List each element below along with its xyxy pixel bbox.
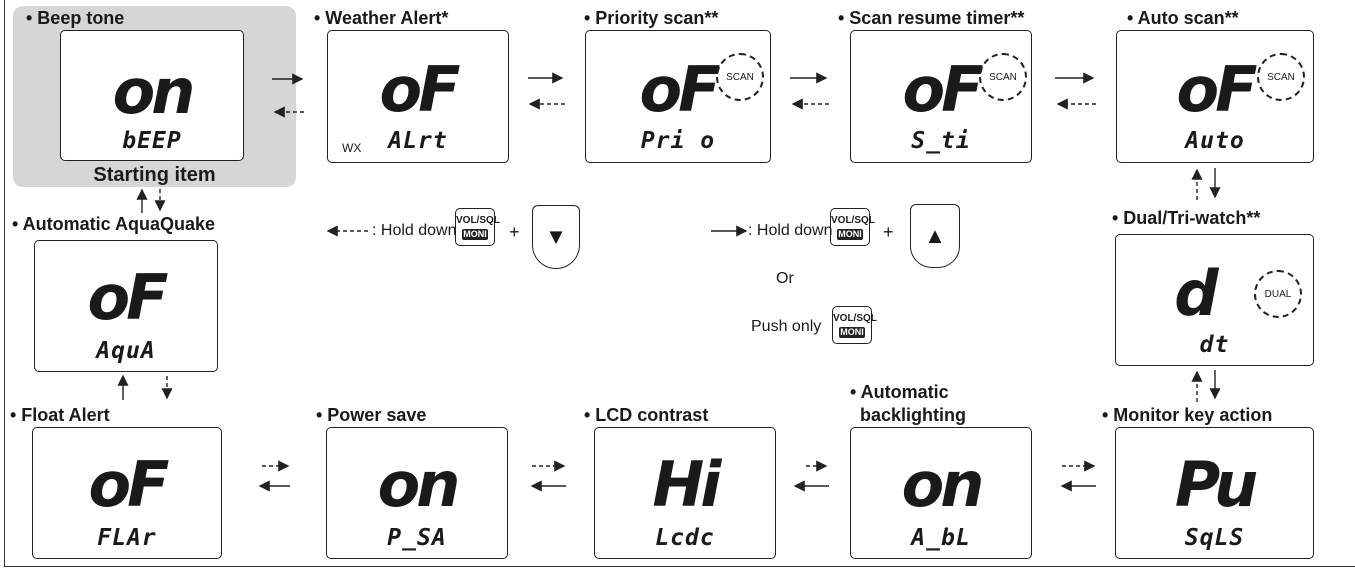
auto-backlighting-lcd: on A_bL xyxy=(850,427,1032,559)
vol-sql-moni-key: VOL/SQL MONI xyxy=(832,306,877,344)
legend-or-text: Or xyxy=(776,270,794,287)
auto-scan-value: oF xyxy=(1176,53,1258,126)
float-alert-lcd: oF FLAr xyxy=(32,427,222,559)
power-save-label: P_SA xyxy=(387,525,447,551)
scan-resume-timer-lcd: oF S_ti SCAN xyxy=(850,30,1032,163)
aquaquake-lcd: oF AquA xyxy=(34,240,218,372)
monitor-key-action-label: SqLS xyxy=(1184,525,1245,551)
scan-resume-timer-label: S_ti xyxy=(911,128,971,154)
up-button-icon: ▲ xyxy=(910,204,960,268)
key-moni-label: MONI xyxy=(462,229,488,240)
aquaquake-label: AquA xyxy=(96,338,156,364)
scan-indicator: SCAN xyxy=(1257,53,1305,101)
priority-scan-label: Pri o xyxy=(640,128,716,154)
beep-tone-lcd: on bEEP xyxy=(60,30,244,161)
wx-indicator: WX xyxy=(342,141,362,155)
weather-alert-title: • Weather Alert* xyxy=(314,8,449,28)
scan-indicator: SCAN xyxy=(979,53,1027,101)
auto-scan-title: • Auto scan** xyxy=(1127,8,1239,28)
dual-tri-watch-label: dt xyxy=(1199,332,1230,358)
power-save-title: • Power save xyxy=(316,405,427,425)
scan-resume-timer-title: • Scan resume timer** xyxy=(838,8,1025,28)
plus-sign: + xyxy=(509,222,520,242)
frame-left-border xyxy=(4,0,5,566)
weather-alert-label: ALrt xyxy=(388,128,448,154)
lcd-contrast-value: Hi xyxy=(652,448,721,521)
priority-scan-value: oF xyxy=(639,53,721,126)
beep-tone-label: bEEP xyxy=(122,128,182,154)
auto-scan-label: Auto xyxy=(1185,128,1245,154)
lcd-contrast-lcd: Hi Lcdc xyxy=(594,427,776,559)
beep-tone-title: • Beep tone xyxy=(26,8,125,28)
vol-sql-moni-key: VOL/SQL MONI xyxy=(455,208,500,246)
priority-scan-title: • Priority scan** xyxy=(584,8,719,28)
dual-tri-watch-title: • Dual/Tri-watch** xyxy=(1112,208,1261,228)
legend-back-text: : Hold down xyxy=(372,222,457,239)
lcd-contrast-title: • LCD contrast xyxy=(584,405,709,425)
weather-alert-lcd: oF ALrt WX xyxy=(327,30,509,163)
monitor-key-action-lcd: Pu SqLS xyxy=(1115,427,1314,559)
auto-backlighting-title-line1: • Automatic xyxy=(850,382,949,402)
float-alert-value: oF xyxy=(88,448,170,521)
power-save-value: on xyxy=(377,448,461,521)
scan-resume-timer-value: oF xyxy=(902,53,984,126)
aquaquake-value: oF xyxy=(87,261,169,334)
float-alert-title: • Float Alert xyxy=(10,405,110,425)
aquaquake-title: • Automatic AquaQuake xyxy=(12,214,216,234)
key-moni-label: MONI xyxy=(837,229,863,240)
legend-forward-text: : Hold down xyxy=(748,222,833,239)
starting-item-label: Starting item xyxy=(93,164,216,186)
float-alert-label: FLAr xyxy=(97,525,157,551)
plus-sign: + xyxy=(883,222,894,242)
priority-scan-lcd: oF Pri o SCAN xyxy=(585,30,771,163)
auto-backlighting-value: on xyxy=(901,448,985,521)
frame-bottom-border xyxy=(4,566,1355,567)
auto-scan-lcd: oF Auto SCAN xyxy=(1116,30,1314,163)
dual-indicator: DUAL xyxy=(1254,270,1302,318)
scan-indicator: SCAN xyxy=(716,53,764,101)
auto-backlighting-label: A_bL xyxy=(911,525,971,551)
beep-tone-value: on xyxy=(112,55,196,128)
monitor-key-action-title: • Monitor key action xyxy=(1102,405,1273,425)
key-moni-label: MONI xyxy=(839,327,865,338)
power-save-lcd: on P_SA xyxy=(326,427,508,559)
vol-sql-moni-key: VOL/SQL MONI xyxy=(830,208,875,246)
lcd-contrast-label: Lcdc xyxy=(655,525,715,551)
dual-tri-watch-lcd: d dt DUAL xyxy=(1115,234,1314,366)
dual-tri-watch-value: d xyxy=(1174,257,1218,330)
monitor-key-action-value: Pu xyxy=(1174,448,1258,521)
key-top-label: VOL/SQL xyxy=(456,215,500,226)
legend-push-only-text: Push only xyxy=(751,318,822,335)
down-button-icon: ▼ xyxy=(532,205,580,269)
key-top-label: VOL/SQL xyxy=(831,215,875,226)
auto-backlighting-title-line2: backlighting xyxy=(860,405,967,425)
weather-alert-value: oF xyxy=(379,53,461,126)
key-top-label: VOL/SQL xyxy=(833,313,877,324)
